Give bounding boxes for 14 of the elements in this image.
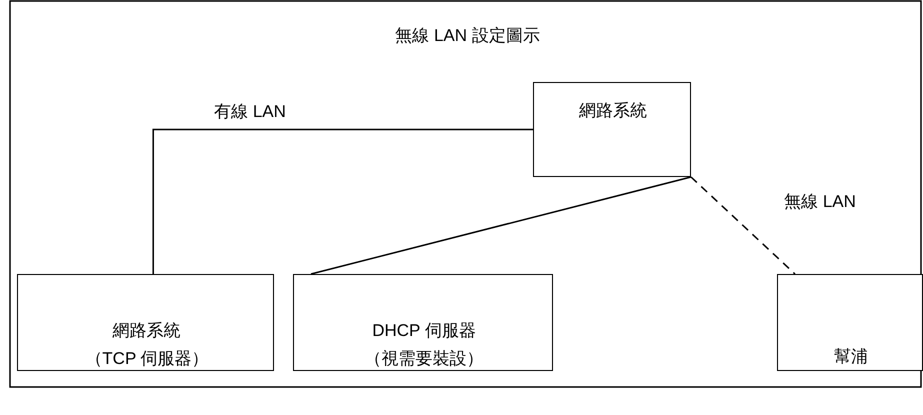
device-box — [17, 274, 274, 371]
box-label: （視需要裝設） — [364, 348, 484, 370]
device-box — [777, 274, 923, 371]
device-box — [533, 82, 691, 177]
box-label: 網路系統 — [578, 100, 648, 122]
box-label: 網路系統 — [112, 320, 182, 342]
connector-line — [310, 176, 692, 275]
title: 無線 LAN 設定圖示 — [394, 25, 541, 47]
connector-line — [690, 176, 796, 275]
connector-line — [152, 128, 533, 274]
box-label: 幫浦 — [833, 346, 869, 368]
device-box — [293, 274, 553, 371]
box-label: （TCP 伺服器） — [84, 348, 210, 370]
box-label: DHCP 伺服器 — [371, 320, 477, 342]
